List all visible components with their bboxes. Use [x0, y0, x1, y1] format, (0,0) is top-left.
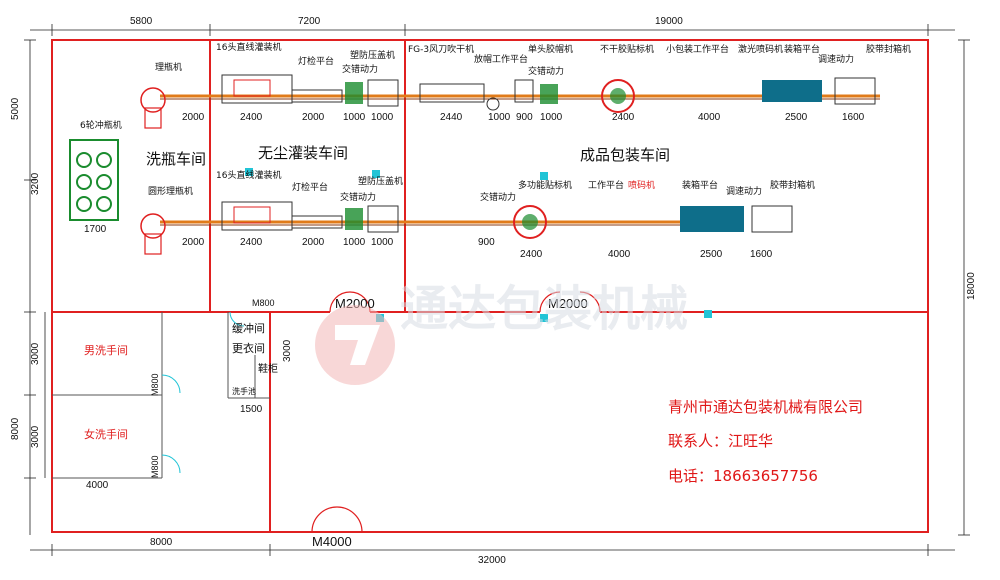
- lbl-laser: 激光喷码机: [738, 43, 783, 55]
- door-m800-a: M800: [252, 298, 275, 308]
- lbl-washer: 6轮冲瓶机: [80, 119, 122, 131]
- l1-d6: 2440: [440, 112, 463, 123]
- room-sink: 洗手池: [232, 386, 256, 396]
- line2-dimensions: 2000 2400 2000 1000 1000 900 2400 4000 2…: [182, 237, 773, 260]
- l1-d12: 2500: [785, 112, 808, 123]
- lbl-cap-platform: 放帽工作平台: [474, 53, 528, 65]
- lbl-sorter: 理瓶机: [155, 61, 182, 73]
- small-doors: [161, 311, 245, 474]
- room-pack: 成品包装车间: [580, 146, 670, 164]
- lbl-sealer-2: 胶带封箱机: [770, 179, 815, 191]
- l2-d7: 2400: [520, 249, 543, 260]
- l1-d10: 2400: [612, 112, 635, 123]
- dim-top-2: 7200: [298, 16, 321, 27]
- l1-d5: 1000: [371, 112, 394, 123]
- l2-d10: 1600: [750, 249, 773, 260]
- l2-d1: 2000: [182, 237, 205, 248]
- l1-d2: 2400: [240, 112, 263, 123]
- l1-d13: 1600: [842, 112, 865, 123]
- lbl-drive-2: 交错动力: [528, 65, 564, 77]
- lbl-single-cap: 单头胶帽机: [528, 43, 573, 55]
- l1-d7: 1000: [488, 112, 511, 123]
- lbl-work-platform: 工作平台: [588, 179, 624, 191]
- company-contact: 联系人：江旺华: [668, 432, 773, 450]
- walls: [51, 39, 929, 533]
- l1-d8: 900: [516, 112, 533, 123]
- dim-bottom-1: 8000: [150, 537, 173, 548]
- room-wash: 洗瓶车间: [146, 150, 206, 168]
- l1-d11: 4000: [698, 112, 721, 123]
- line2-labels: 圆形理瓶机 16头直线灌装机 灯检平台 塑防压盖机 交错动力 交错动力 多功能贴…: [148, 169, 815, 203]
- l2-d9: 2500: [700, 249, 723, 260]
- dim-left-5: 8000: [10, 417, 21, 440]
- dim-restroom: 4000: [86, 480, 109, 491]
- lbl-inspect-a: 灯检平台: [298, 55, 334, 67]
- l2-d5: 1000: [371, 237, 394, 248]
- l2-d8: 4000: [608, 249, 631, 260]
- l1-d4: 1000: [343, 112, 366, 123]
- lbl-round-sorter: 圆形理瓶机: [148, 185, 193, 197]
- dim-top-1: 5800: [130, 16, 153, 27]
- dim-bottom-2: 32000: [478, 555, 506, 566]
- restroom-walls: [52, 312, 270, 479]
- lbl-boxing-2: 装箱平台: [682, 179, 718, 191]
- dim-left-2: 3200: [30, 172, 41, 195]
- lbl-capper-b: 塑防压盖机: [358, 175, 403, 187]
- lbl-filler-b: 16头直线灌装机: [216, 169, 281, 181]
- dim-washer: 1700: [84, 224, 107, 235]
- production-line-2: [140, 201, 793, 255]
- l1-d3: 2000: [302, 112, 325, 123]
- production-line-1: [140, 74, 880, 129]
- dim-left-1: 5000: [10, 97, 21, 120]
- dim-left-4: 3000: [30, 425, 41, 448]
- room-fill: 无尘灌装车间: [258, 144, 348, 162]
- lbl-drive-1: 交错动力: [342, 63, 378, 75]
- washer-6-wheel: [69, 139, 119, 221]
- watermark-logo: 通达包装机械: [315, 281, 688, 385]
- company-phone: 电话：18663657756: [668, 467, 818, 485]
- lbl-coder: 喷码机: [628, 179, 655, 191]
- lbl-drive-3: 交错动力: [340, 191, 376, 203]
- door-m800-b: M800: [150, 373, 160, 396]
- lbl-drive-4: 交错动力: [480, 191, 516, 203]
- lbl-filler-a: 16头直线灌装机: [216, 41, 281, 53]
- l2-d4: 1000: [343, 237, 366, 248]
- company-name: 青州市通达包装机械有限公司: [668, 398, 863, 416]
- room-shoe: 鞋柜: [258, 362, 278, 375]
- line1-dimensions: 2000 2400 2000 1000 1000 2440 1000 900 1…: [182, 112, 865, 123]
- line1-labels: 理瓶机 16头直线灌装机 灯检平台 塑防压盖机 交错动力 FG-3风刀吹干机 放…: [155, 41, 911, 77]
- door-m2000-b: M2000: [548, 296, 588, 311]
- lbl-dryer: FG-3风刀吹干机: [408, 43, 474, 55]
- door-m800-c: M800: [150, 455, 160, 478]
- watermark-text: 通达包装机械: [400, 281, 688, 337]
- lbl-boxing-1: 装箱平台: [784, 43, 820, 55]
- l2-d2: 2400: [240, 237, 263, 248]
- dim-buffer: 1500: [240, 404, 263, 415]
- lbl-speed-1: 调速动力: [818, 53, 854, 65]
- l1-d1: 2000: [182, 112, 205, 123]
- lbl-small-pack: 小包装工作平台: [666, 43, 729, 55]
- dim-buffer-room: 3000: [282, 339, 293, 362]
- dim-right: 18000: [966, 272, 977, 300]
- room-male: 男洗手间: [84, 343, 128, 357]
- l2-d3: 2000: [302, 237, 325, 248]
- lbl-capper-a: 塑防压盖机: [350, 49, 395, 61]
- dim-top-3: 19000: [655, 16, 683, 27]
- lbl-sealer-1: 胶带封箱机: [866, 43, 911, 55]
- room-buffer: 缓冲间: [232, 321, 265, 335]
- lbl-labeler: 不干胶贴标机: [600, 43, 654, 55]
- room-female: 女洗手间: [84, 427, 128, 441]
- l2-d6: 900: [478, 237, 495, 248]
- lbl-inspect-b: 灯检平台: [292, 181, 328, 193]
- room-change: 更衣间: [232, 341, 265, 355]
- lbl-speed-2: 调速动力: [726, 185, 762, 197]
- door-m4000: M4000: [312, 534, 352, 549]
- lbl-multi-label: 多功能贴标机: [518, 179, 572, 191]
- l1-d9: 1000: [540, 112, 563, 123]
- dimension-lines: [24, 24, 970, 556]
- dim-left-3: 3000: [30, 342, 41, 365]
